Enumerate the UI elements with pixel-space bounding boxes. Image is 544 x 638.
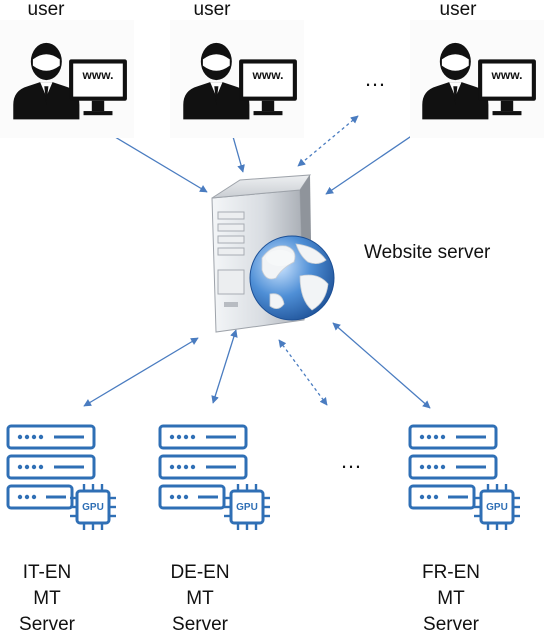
- mt-server-label-fr: FR-EN MT Server: [406, 560, 496, 638]
- arrow-website-server-it: [83, 337, 199, 407]
- arrow-user1-website: [99, 127, 208, 193]
- user-label: user: [27, 0, 65, 20]
- user-figure-2: www.: [170, 20, 304, 138]
- user-screen-text: www.: [491, 68, 523, 82]
- user-figure-1: www.: [0, 20, 134, 138]
- mt-server-label-de: DE-EN MT Server: [155, 560, 245, 638]
- user-screen-text: www.: [82, 68, 114, 82]
- arrow-user-more-website: [297, 115, 359, 167]
- label-line-mt: MT: [437, 588, 465, 609]
- mt-server-rack-3: GPU: [408, 424, 520, 530]
- arrow-website-server-more: [278, 339, 328, 406]
- gpu-chip-label: GPU: [236, 502, 258, 513]
- more-users-ellipsis: …: [364, 66, 387, 91]
- language-pair: FR-EN: [421, 562, 481, 583]
- gpu-chip-label: GPU: [486, 502, 508, 513]
- label-line-server: Server: [19, 614, 75, 635]
- gpu-chip-label: GPU: [82, 502, 104, 513]
- label-line-mt: MT: [186, 588, 214, 609]
- website-server-label: Website server: [364, 242, 491, 263]
- arrow-website-server-fr: [332, 322, 431, 409]
- user-screen-text: www.: [252, 68, 284, 82]
- user-label: user: [193, 0, 231, 20]
- arrow-website-server-de: [211, 329, 238, 404]
- label-line-mt: MT: [33, 588, 61, 609]
- mt-server-label-it: IT-EN MT Server: [2, 560, 92, 638]
- user-figure-3: www.: [410, 20, 544, 138]
- user-label: user: [439, 0, 477, 20]
- language-pair: DE-EN: [170, 562, 230, 583]
- language-pair: IT-EN: [22, 562, 72, 583]
- mt-server-rack-2: GPU: [158, 424, 270, 530]
- globe-icon: [249, 235, 335, 321]
- label-line-server: Server: [172, 614, 228, 635]
- label-line-server: Server: [423, 614, 479, 635]
- mt-server-rack-1: GPU: [6, 424, 116, 530]
- more-servers-ellipsis: …: [340, 448, 363, 473]
